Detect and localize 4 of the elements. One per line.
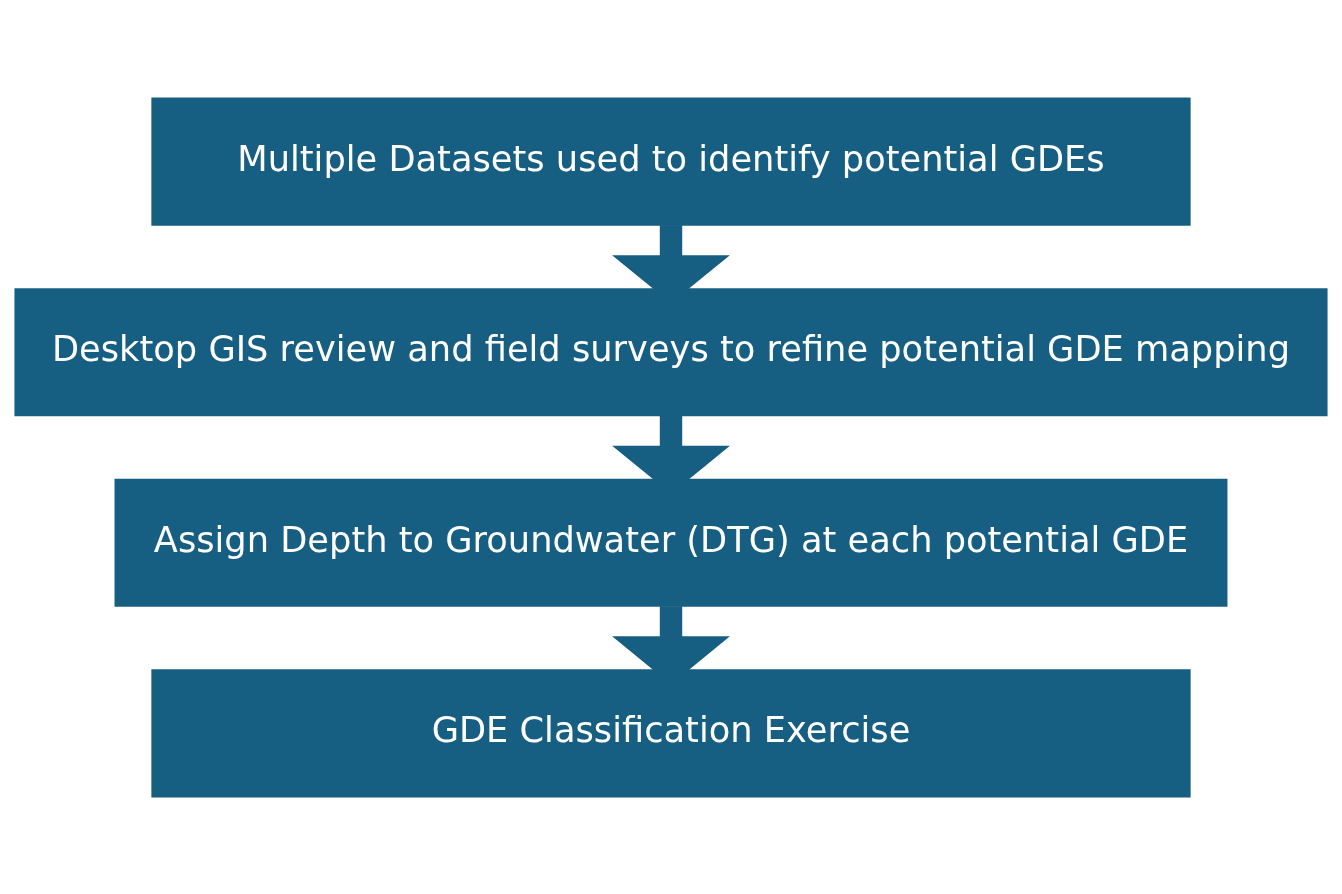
node-box: Assign Depth to Groundwater (DTG) at each potential GDE	[114, 478, 1228, 607]
node-box: Multiple Datasets used to identify potential GDEs	[151, 97, 1191, 226]
node-box: GDE Classification Exercise	[151, 668, 1191, 797]
node-box: Desktop GIS review and field surveys to refine potential GDE mapping	[14, 287, 1328, 416]
